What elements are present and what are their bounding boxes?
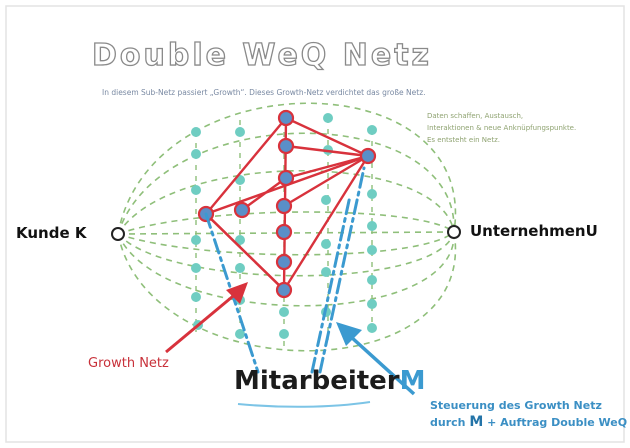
note-line-3: Es entsteht ein Netz.: [427, 136, 500, 144]
steuerung-line-2: durch M + Auftrag Double WeQ: [430, 414, 627, 431]
mitarbeiter-text: Mitarbeiter: [234, 366, 400, 396]
outer-network-nodes: [191, 113, 377, 339]
steuerung-label: Steuerung des Growth Netz durch M + Auft…: [430, 398, 627, 431]
growth-netz-label: Growth Netz: [88, 356, 169, 371]
page-title: Double WeQ Netz: [91, 37, 432, 73]
page-subtitle: In diesem Sub-Netz passiert „Growth“. Di…: [102, 88, 426, 97]
note-line-1: Daten schaffen, Austausch,: [427, 112, 524, 120]
kunde-label: Kunde K: [16, 224, 87, 242]
kunde-node: [111, 227, 125, 241]
growth-arrow: [165, 282, 248, 354]
kunde-text: Kunde: [16, 224, 70, 242]
note-line-2: Interaktionen & neue Anknüpfungspunkte.: [427, 124, 577, 132]
unternehmen-letter: U: [585, 222, 598, 240]
mitarbeiter-underline: [237, 401, 371, 408]
steuerung-suffix: + Auftrag Double WeQ: [487, 416, 628, 429]
side-note: Daten schaffen, Austausch, Interaktionen…: [427, 110, 617, 146]
kunde-letter: K: [74, 224, 87, 242]
mitarbeiter-label: MitarbeiterM: [234, 366, 426, 396]
steuerung-line-1: Steuerung des Growth Netz: [430, 399, 602, 412]
growth-network-nodes: [197, 109, 377, 299]
steuerung-prefix: durch: [430, 416, 466, 429]
page-frame: [5, 5, 625, 443]
mitarbeiter-letter: M: [399, 366, 426, 396]
steuerung-letter: M: [469, 414, 484, 430]
steering-arrow: [336, 322, 416, 396]
unternehmen-node: [447, 225, 461, 239]
unternehmen-label: UnternehmenU: [470, 222, 598, 240]
unternehmen-text: Unternehmen: [470, 222, 586, 240]
